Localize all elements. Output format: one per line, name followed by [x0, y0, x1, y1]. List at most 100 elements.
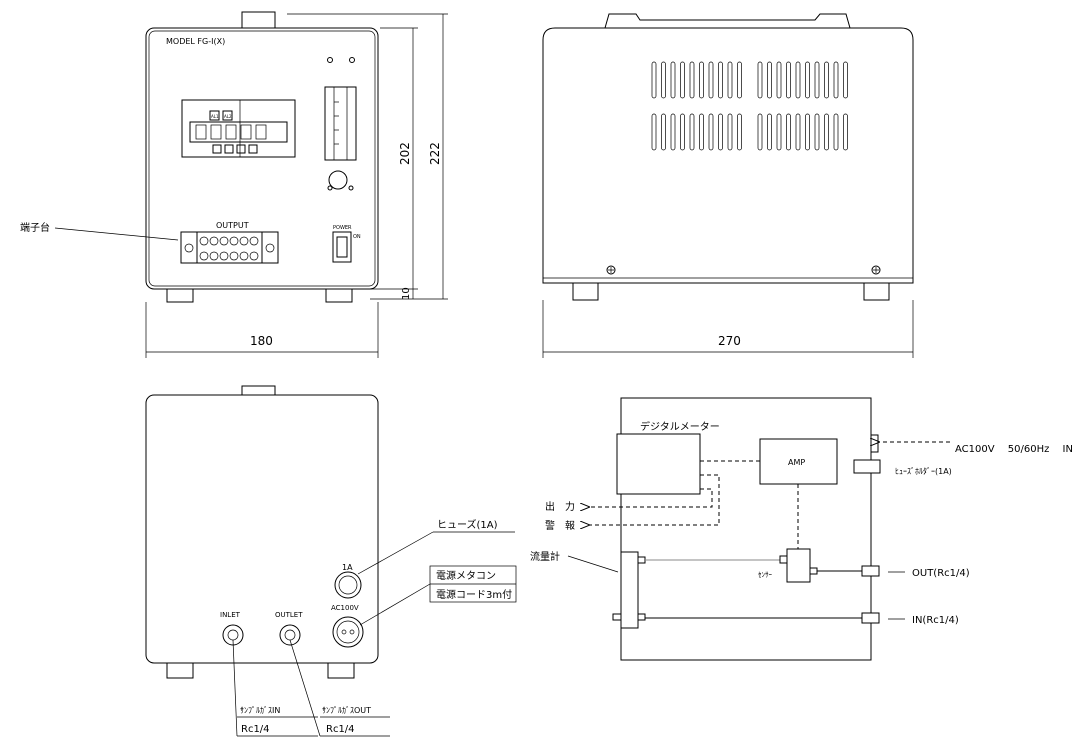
svg-text:ON: ON: [353, 234, 361, 240]
vent-slot: [708, 113, 714, 151]
svg-text:AMP: AMP: [788, 458, 805, 467]
screw: [606, 265, 616, 275]
side-view: 270: [542, 13, 914, 358]
vent-slot: [786, 61, 791, 99]
foot: [166, 288, 194, 303]
vent-slots: [651, 61, 848, 151]
svg-text:222: 222: [428, 142, 442, 165]
vent-slot: [776, 61, 782, 99]
svg-text:AL2: AL2: [224, 114, 232, 119]
svg-text:デジタルメーター: デジタルメーター: [640, 420, 720, 433]
terminal-callout: 端子台: [20, 221, 50, 234]
handle: [241, 11, 276, 29]
side-body: [542, 27, 914, 284]
svg-text:1A: 1A: [342, 563, 353, 572]
svg-text:OUT(Rc1/4): OUT(Rc1/4): [912, 568, 970, 579]
vent-slot: [843, 61, 848, 99]
meter-keys[interactable]: [212, 144, 258, 154]
svg-text:流量計: 流量計: [530, 550, 560, 563]
svg-text:OUTPUT: OUTPUT: [216, 221, 249, 230]
vent-slot: [824, 61, 829, 99]
gas-in-port: [861, 612, 880, 624]
vent-slot: [680, 113, 685, 151]
power-switch[interactable]: [332, 231, 352, 263]
amp-block: [759, 438, 838, 485]
vent-slot: [833, 113, 839, 151]
svg-text:202: 202: [398, 142, 412, 165]
fuse-holder-block: [853, 459, 881, 474]
vent-slot: [776, 113, 782, 151]
model-label: MODEL FG-I(X): [166, 37, 225, 46]
foot: [863, 282, 890, 301]
power-inlet: [870, 434, 879, 453]
lamp: [349, 57, 355, 63]
svg-text:180: 180: [250, 334, 273, 348]
vent-slot: [805, 113, 810, 151]
svg-text:ｾﾝｻｰ: ｾﾝｻｰ: [758, 571, 772, 579]
block-diagram: デジタルメーター AMP 出 力 警 報 流量計 ｾﾝｻｰ AC100V 50/…: [530, 397, 1073, 661]
vent-slot: [718, 61, 723, 99]
vent-slot: [718, 113, 723, 151]
power-connector[interactable]: [332, 616, 364, 648]
rear-body: [145, 394, 379, 664]
vent-slot: [670, 61, 676, 99]
svg-text:10: 10: [401, 287, 412, 300]
vent-slot: [661, 113, 666, 151]
vent-slot: [737, 61, 742, 99]
gas-out-port: [861, 565, 880, 577]
handle: [604, 13, 851, 29]
vent-slot: [689, 113, 695, 151]
vent-slot: [670, 113, 676, 151]
svg-text:AC100V: AC100V: [331, 604, 359, 612]
vent-slot: [805, 61, 810, 99]
svg-text:ﾋｭｰｽﾞﾎﾙﾀﾞｰ(1A): ﾋｭｰｽﾞﾎﾙﾀﾞｰ(1A): [895, 467, 952, 476]
front-dimensions: 180 202 222 10: [145, 13, 448, 358]
flow-meter-tube: [324, 86, 357, 161]
svg-text:ｻﾝﾌﾟﾙｶﾞｽIN: ｻﾝﾌﾟﾙｶﾞｽIN: [240, 706, 280, 715]
front-view: MODEL FG-I(X) AL1 AL2: [20, 11, 448, 358]
vent-slot: [795, 113, 801, 151]
svg-text:AC100V 50/60Hz IN: AC100V 50/60Hz IN: [955, 444, 1073, 455]
vent-slot: [786, 113, 791, 151]
vent-slot: [680, 61, 685, 99]
vent-slot: [814, 61, 820, 99]
vent-slot: [824, 113, 829, 151]
svg-text:POWER: POWER: [333, 225, 352, 231]
vent-slot: [727, 61, 733, 99]
vent-slot: [767, 113, 772, 151]
vent-slot: [661, 61, 666, 99]
svg-text:INLET: INLET: [220, 611, 241, 619]
foot: [325, 288, 353, 303]
adjust-knob[interactable]: [327, 170, 354, 191]
svg-text:OUTLET: OUTLET: [275, 611, 303, 619]
vent-slot: [727, 113, 733, 151]
vent-slot: [795, 61, 801, 99]
vent-slot: [689, 61, 695, 99]
vent-slot: [699, 113, 704, 151]
sensor-block: [786, 548, 811, 583]
svg-text:電源コード3m付: 電源コード3m付: [436, 588, 512, 601]
vent-slot: [843, 113, 848, 151]
svg-text:警 報: 警 報: [545, 519, 575, 532]
svg-text:AL1: AL1: [211, 114, 219, 119]
foot: [572, 282, 599, 301]
rear-view: 1A AC100V INLET OUTLET ヒューズ(1A) 電源メタコン 電…: [145, 385, 517, 737]
front-body: [145, 27, 379, 290]
svg-text:Rc1/4: Rc1/4: [241, 724, 270, 735]
svg-text:IN(Rc1/4): IN(Rc1/4): [912, 615, 959, 626]
svg-text:ｻﾝﾌﾟﾙｶﾞｽOUT: ｻﾝﾌﾟﾙｶﾞｽOUT: [322, 706, 371, 715]
fuse-holder[interactable]: [334, 571, 362, 599]
vent-slot: [651, 113, 657, 151]
dim-depth: 270: [718, 334, 741, 348]
vent-slot: [757, 61, 763, 99]
flow-meter-block: [620, 551, 639, 629]
svg-text:電源メタコン: 電源メタコン: [436, 569, 496, 582]
vent-slot: [708, 61, 714, 99]
lamp: [327, 57, 333, 63]
vent-slot: [699, 61, 704, 99]
digital-meter-block: [616, 433, 701, 495]
vent-slot: [737, 113, 742, 151]
vent-slot: [651, 61, 657, 99]
svg-text:出 力: 出 力: [545, 500, 575, 513]
